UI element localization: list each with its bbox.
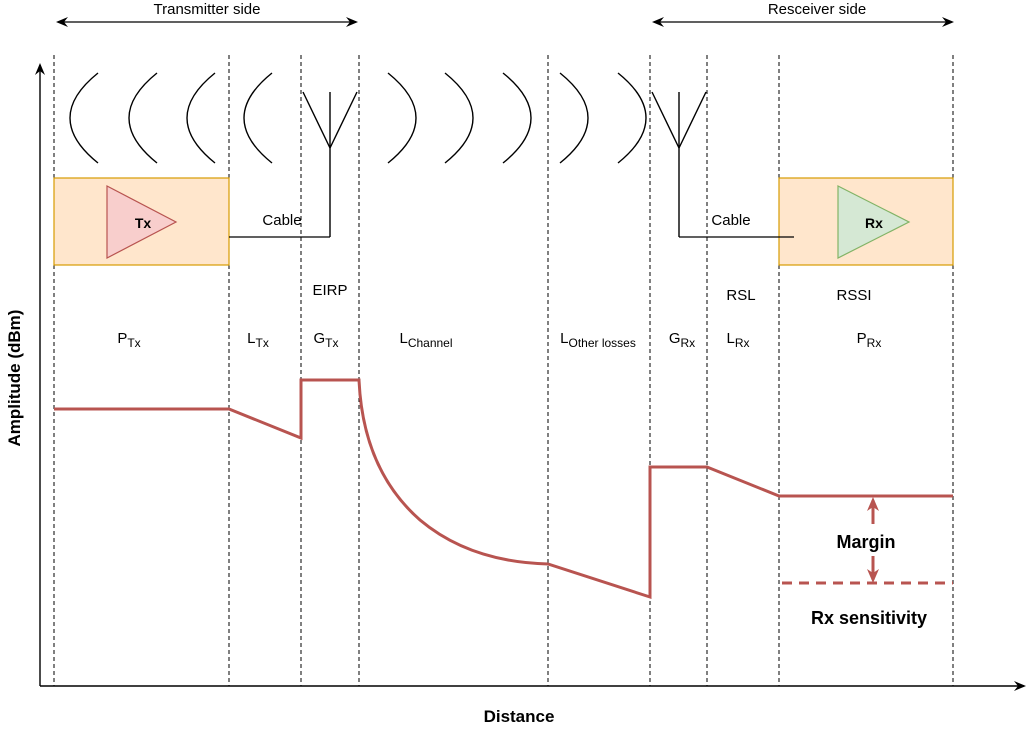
eirp-label: EIRP — [312, 282, 347, 299]
stage-label-l-tx: LTx — [247, 330, 269, 350]
margin-label: Margin — [836, 532, 895, 552]
transmitter-side-label: Transmitter side — [154, 1, 261, 18]
stage-label-l-other-losses: LOther losses — [560, 330, 636, 350]
rx-cable-label: Cable — [711, 212, 750, 229]
tx-antenna-icon — [302, 91, 358, 237]
stage-label-g-tx: GTx — [313, 330, 338, 350]
rsl-label: RSL — [726, 287, 755, 304]
stage-label-p-tx: PTx — [117, 330, 140, 350]
y-axis-label: Amplitude (dBm) — [5, 310, 24, 447]
tx-amplifier-icon — [106, 185, 178, 259]
rx-amplifier-icon — [837, 185, 911, 259]
x-axis-label: Distance — [484, 707, 555, 726]
receiver-side-label: Resceiver side — [768, 1, 866, 18]
stage-boundaries — [53, 55, 954, 686]
rx-label: Rx — [865, 215, 883, 231]
rx-antenna-icon — [651, 91, 707, 237]
wave-arcs — [69, 72, 647, 164]
rx-sensitivity-label: Rx sensitivity — [811, 608, 927, 628]
tx-label: Tx — [135, 215, 152, 231]
signal-level-line — [54, 378, 953, 600]
rssi-label: RSSI — [836, 287, 871, 304]
tx-cable-label: Cable — [262, 212, 301, 229]
stage-label-l-rx: LRx — [726, 330, 749, 350]
stage-label-g-rx: GRx — [669, 330, 695, 350]
stage-label-l-channel: LChannel — [399, 330, 452, 350]
stage-label-p-rx: PRx — [857, 330, 882, 350]
